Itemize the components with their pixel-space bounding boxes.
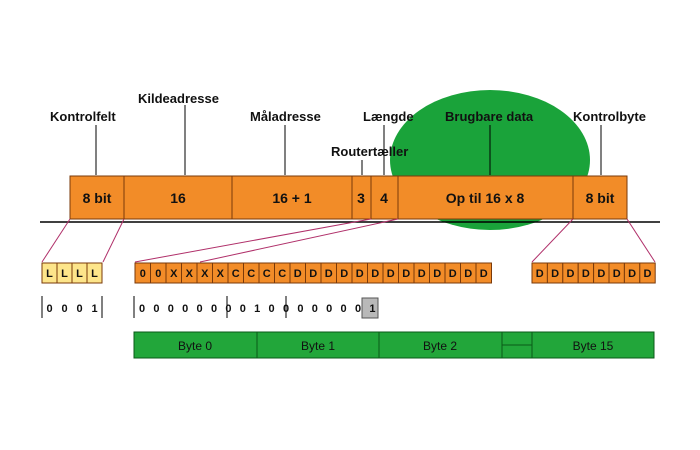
label-kontrolfelt: Kontrolfelt — [50, 109, 116, 124]
highlighted-bit-box — [361, 297, 379, 319]
data-letter: D — [356, 268, 364, 280]
data-bit: 0 — [197, 303, 203, 315]
tail-letter: D — [644, 268, 652, 280]
expand-line-data-mid — [199, 218, 399, 263]
segment-laengde — [370, 175, 399, 220]
data-letter: D — [480, 268, 488, 280]
tail-letter: D — [567, 268, 575, 280]
control-letter: L — [76, 268, 83, 280]
expand-line-control-left — [41, 218, 71, 263]
data-bit: 0 — [225, 303, 231, 315]
byte-row: Byte 0 Byte 1 Byte 2 Byte 15 — [133, 331, 655, 359]
byte-label: Byte 1 — [301, 339, 335, 353]
data-letter: D — [371, 268, 379, 280]
segment-kontrolbyte — [572, 175, 628, 220]
tail-letter: D — [551, 268, 559, 280]
label-brugbare-data: Brugbare data — [445, 109, 534, 124]
data-letter: C — [278, 268, 286, 280]
segment-text: 3 — [357, 190, 365, 206]
expand-line-data-left — [134, 218, 372, 263]
data-letter: C — [263, 268, 271, 280]
tail-letter: D — [628, 268, 636, 280]
control-bit: 1 — [91, 303, 97, 315]
data-letter: X — [186, 268, 194, 280]
segment-text: 16 + 1 — [272, 190, 312, 206]
data-bit: 0 — [240, 303, 246, 315]
byte-box — [256, 331, 380, 359]
data-cell — [475, 262, 492, 284]
segment-text: 8 bit — [586, 190, 615, 206]
control-field-cells: L L L L — [41, 262, 103, 284]
control-bit: 0 — [46, 303, 52, 315]
label-maladresse: Måladresse — [250, 109, 321, 124]
tail-letter: D — [536, 268, 544, 280]
data-letter: C — [232, 268, 240, 280]
expand-line-tail-left — [531, 218, 574, 263]
byte-box — [378, 331, 503, 359]
data-letter: X — [217, 268, 225, 280]
tail-cell — [639, 262, 656, 284]
data-bit: 0 — [139, 303, 145, 315]
data-letter: D — [325, 268, 333, 280]
control-bit: 0 — [61, 303, 67, 315]
segment-kontrolfelt — [69, 175, 125, 220]
expand-line-control-right — [102, 218, 125, 263]
data-letter: D — [309, 268, 317, 280]
label-routertaeller: Routertæller — [331, 144, 408, 159]
data-bit: 1 — [254, 303, 260, 315]
data-letter: 0 — [155, 268, 161, 280]
data-bit: 0 — [297, 303, 303, 315]
tail-letter: D — [613, 268, 621, 280]
byte-label: Byte 0 — [178, 339, 212, 353]
data-letter: X — [170, 268, 178, 280]
data-bit: 0 — [153, 303, 159, 315]
expand-line-tail-right — [626, 218, 656, 263]
data-letter: C — [247, 268, 255, 280]
data-bit: 0 — [355, 303, 361, 315]
data-bit: 0 — [341, 303, 347, 315]
data-bit: 0 — [283, 303, 289, 315]
segment-text: Op til 16 x 8 — [446, 190, 525, 206]
data-letter: 0 — [140, 268, 146, 280]
control-letter: L — [46, 268, 53, 280]
control-bits: 0 0 0 1 — [41, 296, 103, 318]
control-letter: L — [91, 268, 98, 280]
data-bit: 0 — [269, 303, 275, 315]
data-letter: D — [294, 268, 302, 280]
data-bit: 0 — [182, 303, 188, 315]
control-bit: 0 — [76, 303, 82, 315]
segment-text: 8 bit — [83, 190, 112, 206]
tail-letter: D — [582, 268, 590, 280]
data-letter: D — [387, 268, 395, 280]
data-letter: D — [418, 268, 426, 280]
label-kildeadresse: Kildeadresse — [138, 91, 219, 106]
data-letter: D — [449, 268, 457, 280]
byte-label: Byte 2 — [423, 339, 457, 353]
byte-box — [531, 331, 655, 359]
frame-segments: 8 bit 16 16 + 1 3 4 Op til 16 x 8 8 bit — [69, 175, 628, 220]
data-bit: 0 — [312, 303, 318, 315]
data-bit: 1 — [369, 303, 375, 315]
segment-text: 4 — [380, 190, 388, 206]
data-bit: 0 — [211, 303, 217, 315]
label-laengde: Længde — [363, 109, 414, 124]
data-bit: 0 — [168, 303, 174, 315]
data-letter: D — [340, 268, 348, 280]
tail-letter: D — [597, 268, 605, 280]
byte-box — [133, 331, 258, 359]
data-letter: D — [464, 268, 472, 280]
byte-label: Byte 15 — [573, 339, 614, 353]
label-kontrolbyte: Kontrolbyte — [573, 109, 646, 124]
segment-text: 16 — [170, 190, 186, 206]
data-bit: 0 — [326, 303, 332, 315]
data-letter: X — [201, 268, 209, 280]
control-cell — [86, 262, 103, 284]
data-letter: D — [402, 268, 410, 280]
data-letter: D — [433, 268, 441, 280]
control-letter: L — [61, 268, 68, 280]
